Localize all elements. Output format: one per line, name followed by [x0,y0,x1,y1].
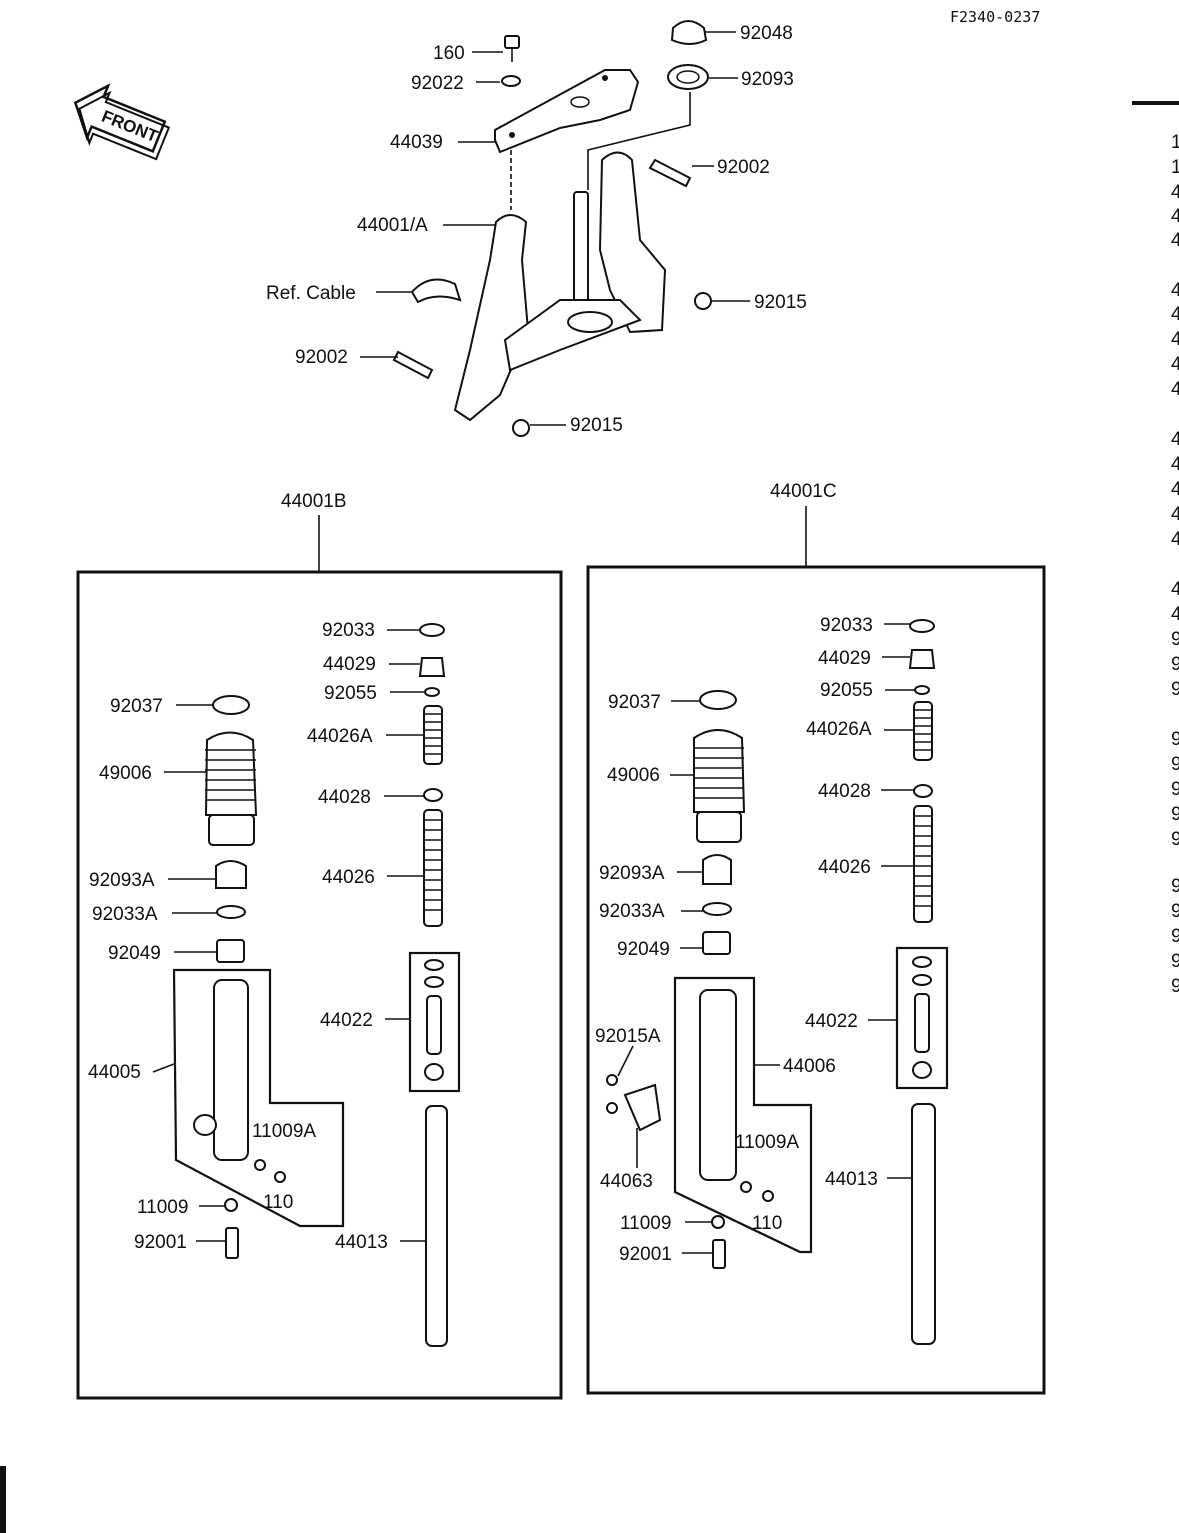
callout-label: 44026A [806,719,872,740]
group-frame [586,565,1046,1395]
callout-label: 92093A [599,863,665,884]
side-glyph: 4 [1171,529,1179,550]
callout-label: 92015A [595,1026,661,1047]
callout-label: 92033A [599,901,665,922]
side-glyph: 4 [1171,182,1179,203]
callout-label: 44028 [318,787,371,808]
side-glyph: 9 [1171,876,1179,897]
callout-label: 92001 [619,1244,672,1265]
edge-mark [0,1466,6,1533]
side-glyph: 4 [1171,230,1179,251]
side-glyph: 1 [1171,132,1179,153]
callout-label: 11009 [620,1213,671,1234]
right-fork-group: 44001C [586,481,1046,1395]
side-glyph: 9 [1171,951,1179,972]
side-glyph: 4 [1171,479,1179,500]
callout-label: 11009A [735,1132,799,1153]
callout-label: 92093 [741,69,794,90]
side-glyph: 9 [1171,804,1179,825]
callout-label: 92002 [717,157,770,178]
callout-label: 44013 [335,1232,388,1253]
callout-label: 92037 [110,696,163,717]
side-glyph: 9 [1171,754,1179,775]
side-glyph: 4 [1171,454,1179,475]
callout-label: 44026A [307,726,373,747]
side-column: 1 1 4 4 4 4 4 4 4 4 4 4 4 4 4 4 4 9 9 9 … [1171,132,1179,997]
callout-label: 44001/A [357,215,428,236]
side-glyph: 9 [1171,629,1179,650]
callout-label: 44039 [390,132,443,153]
side-glyph: 4 [1171,206,1179,227]
side-glyph: 4 [1171,379,1179,400]
side-glyph: 4 [1171,579,1179,600]
callout-label: 44029 [323,654,376,675]
side-glyph: 9 [1171,926,1179,947]
callout-label: 92033 [820,615,873,636]
callout-label: 49006 [99,763,152,784]
callout-label: 110 [263,1192,293,1213]
callout-label: 44005 [88,1062,141,1083]
callout-label: 92001 [134,1232,187,1253]
callout-label: 44006 [783,1056,836,1077]
callout-label: 92055 [324,683,377,704]
group-title: 44001B [281,491,347,512]
callout-label: 92033A [92,904,158,925]
callout-label: 92048 [740,23,793,44]
side-glyph: 4 [1171,304,1179,325]
callout-label: 49006 [607,765,660,786]
callout-label: 44022 [805,1011,858,1032]
group-frame [76,570,563,1400]
callout-label: 92093A [89,870,155,891]
callout-label: 92049 [108,943,161,964]
callout-label: 44013 [825,1169,878,1190]
callout-label: 160 [433,43,465,64]
side-glyph: 1 [1171,157,1179,178]
callout-label: Ref. Cable [266,283,356,304]
callout-label: 44028 [818,781,871,802]
steering-assembly [360,20,750,437]
callout-label: 92055 [820,680,873,701]
callout-label: 11009 [137,1197,188,1218]
callout-label: 92037 [608,692,661,713]
side-glyph: 9 [1171,729,1179,750]
side-glyph: 4 [1171,504,1179,525]
callout-label: 92015 [754,292,807,313]
callout-label: 44029 [818,648,871,669]
side-glyph: 9 [1171,976,1179,997]
callout-label: 92049 [617,939,670,960]
side-glyph: 9 [1171,901,1179,922]
callout-label: 11009A [252,1121,316,1142]
callout-label: 92002 [295,347,348,368]
side-glyph: 9 [1171,779,1179,800]
side-glyph: 4 [1171,354,1179,375]
callout-label: 92015 [570,415,623,436]
callout-label: 92033 [322,620,375,641]
side-glyph: 9 [1171,654,1179,675]
callout-label: 110 [752,1213,782,1234]
side-glyph: 4 [1171,329,1179,350]
callout-label: 92022 [411,73,464,94]
side-glyph: 9 [1171,679,1179,700]
callout-label: 44063 [600,1171,653,1192]
side-glyph: 4 [1171,429,1179,450]
left-fork-group: 44001B [76,491,563,1400]
callout-label: 44022 [320,1010,373,1031]
side-glyph: 4 [1171,604,1179,625]
callout-label: 44026 [818,857,871,878]
group-title: 44001C [770,481,837,502]
diagram-code: F2340-0237 [950,8,1040,26]
side-glyph: 4 [1171,280,1179,301]
front-arrow-icon: FRONT [73,83,171,161]
side-glyph: 9 [1171,829,1179,850]
callout-label: 44026 [322,867,375,888]
